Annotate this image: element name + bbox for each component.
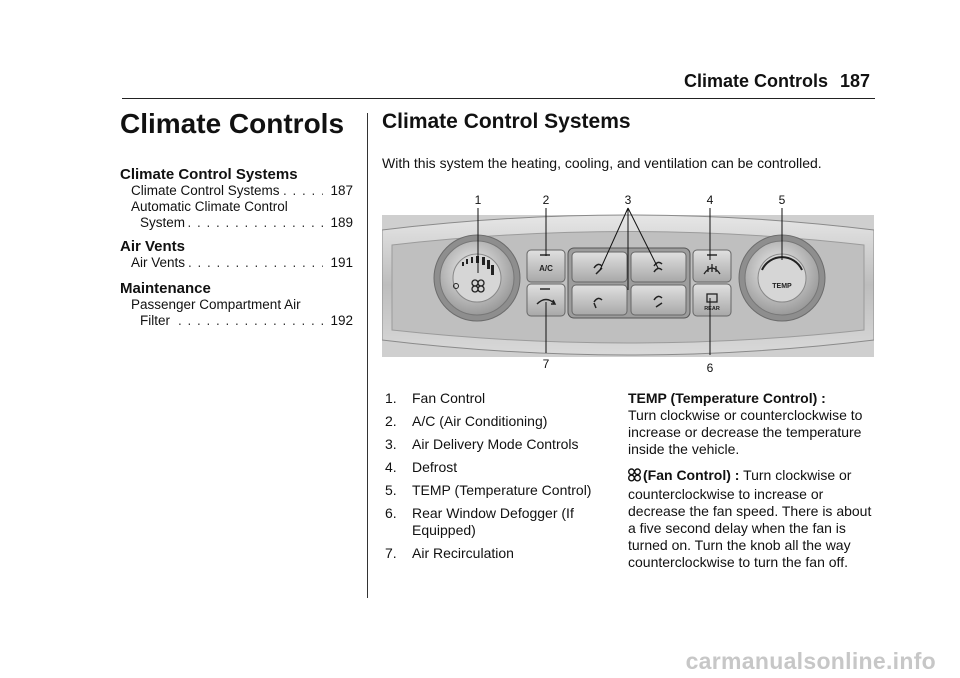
header-rule bbox=[122, 98, 875, 99]
toc-entry-text: Climate Control Systems bbox=[131, 183, 283, 198]
toc-entry[interactable]: . . . . . . . . . . . . . . . . . . . . … bbox=[140, 312, 353, 329]
legend-list: 1.Fan Control 2.A/C (Air Conditioning) 3… bbox=[385, 390, 620, 568]
fan-knob bbox=[433, 234, 521, 322]
callout-2: 2 bbox=[543, 193, 550, 207]
defrost-icon bbox=[703, 264, 721, 275]
rear-label: REAR bbox=[704, 306, 720, 312]
toc-entry[interactable]: . . . . . . . . . . . . . . . . . . . . … bbox=[131, 254, 353, 271]
rear-defog-icon bbox=[706, 293, 718, 303]
toc-entry-page: 192 bbox=[326, 312, 353, 329]
toc-entry[interactable]: . . . . . . . . . . . . . . . . . . . . … bbox=[140, 214, 353, 231]
toc-entry[interactable]: Automatic Climate Control bbox=[131, 198, 353, 215]
climate-panel-figure: TEMP A/C REAR bbox=[381, 190, 875, 375]
section-title: Climate Control Systems bbox=[382, 110, 631, 133]
recirculation-icon bbox=[536, 298, 557, 305]
page-number: 187 bbox=[839, 71, 870, 91]
ac-label: A/C bbox=[539, 264, 553, 273]
toc-entry[interactable]: Passenger Compartment Air bbox=[131, 296, 353, 313]
mode-button-bilevel bbox=[630, 251, 687, 283]
temp-description-text: Turn clockwise or counterclockwise to in… bbox=[628, 407, 863, 457]
list-item: 2.A/C (Air Conditioning) bbox=[385, 413, 548, 429]
list-item: 5.TEMP (Temperature Control) bbox=[385, 482, 592, 498]
toc-entry-page: 189 bbox=[326, 214, 353, 231]
control-descriptions: TEMP (Temperature Control) : Turn clockw… bbox=[628, 390, 878, 580]
callout-5: 5 bbox=[779, 193, 786, 207]
chapter-title: Climate Controls bbox=[120, 108, 345, 139]
callout-6: 6 bbox=[707, 361, 714, 375]
toc-entry[interactable]: . . . . . . . . . . . . . . . . . . . . … bbox=[131, 182, 353, 199]
callout-7: 7 bbox=[543, 357, 550, 371]
fan-description: (Fan Control) : Turn clockwise or counte… bbox=[628, 467, 878, 571]
list-item: 1.Fan Control bbox=[385, 390, 486, 406]
toc-entry-page: 191 bbox=[326, 254, 353, 271]
list-item: 6.Rear Window Defogger (If Equipped) bbox=[385, 505, 574, 538]
callout-3: 3 bbox=[625, 193, 632, 207]
fan-description-text: Turn clockwise or counterclockwise to in… bbox=[628, 467, 872, 570]
mode-button-floor bbox=[571, 284, 628, 316]
callout-4: 4 bbox=[707, 193, 714, 207]
temp-description: TEMP (Temperature Control) : Turn clockw… bbox=[628, 390, 878, 458]
fan-icon bbox=[628, 468, 641, 486]
mode-button-defog bbox=[630, 284, 687, 316]
callout-1: 1 bbox=[475, 193, 482, 207]
column-divider bbox=[367, 113, 368, 598]
list-item: 7.Air Recirculation bbox=[385, 545, 514, 561]
watermark: carmanualsonline.info bbox=[685, 648, 936, 674]
toc-heading-maintenance: Maintenance bbox=[120, 280, 211, 297]
mode-button-face bbox=[571, 251, 628, 283]
list-item: 3.Air Delivery Mode Controls bbox=[385, 436, 579, 452]
temp-label: TEMP bbox=[772, 283, 792, 290]
toc-heading-vents: Air Vents bbox=[120, 238, 186, 255]
climate-panel-illustration: TEMP A/C REAR bbox=[381, 193, 875, 375]
toc-entry-page: 187 bbox=[326, 182, 353, 199]
toc-entry-text: System bbox=[140, 215, 189, 230]
intro-paragraph: With this system the heating, cooling, a… bbox=[382, 155, 822, 171]
toc-heading-climate: Climate Control Systems bbox=[120, 166, 298, 183]
toc-entry-text: Filter bbox=[140, 313, 173, 328]
toc-entry-text: Automatic Climate Control bbox=[131, 199, 291, 214]
list-item: 4.Defrost bbox=[385, 459, 458, 475]
running-header-title: Climate Controls bbox=[683, 71, 828, 91]
rear-defog-button bbox=[692, 283, 732, 317]
toc-entry-text: Passenger Compartment Air bbox=[131, 297, 304, 312]
toc-entry-text: Air Vents bbox=[131, 255, 189, 270]
toc-leader: . . . . . . . . . . . . . . . . . . . . … bbox=[140, 313, 323, 328]
temp-description-label: TEMP (Temperature Control) : bbox=[628, 390, 826, 406]
fan-description-label: (Fan Control) : bbox=[643, 467, 740, 483]
